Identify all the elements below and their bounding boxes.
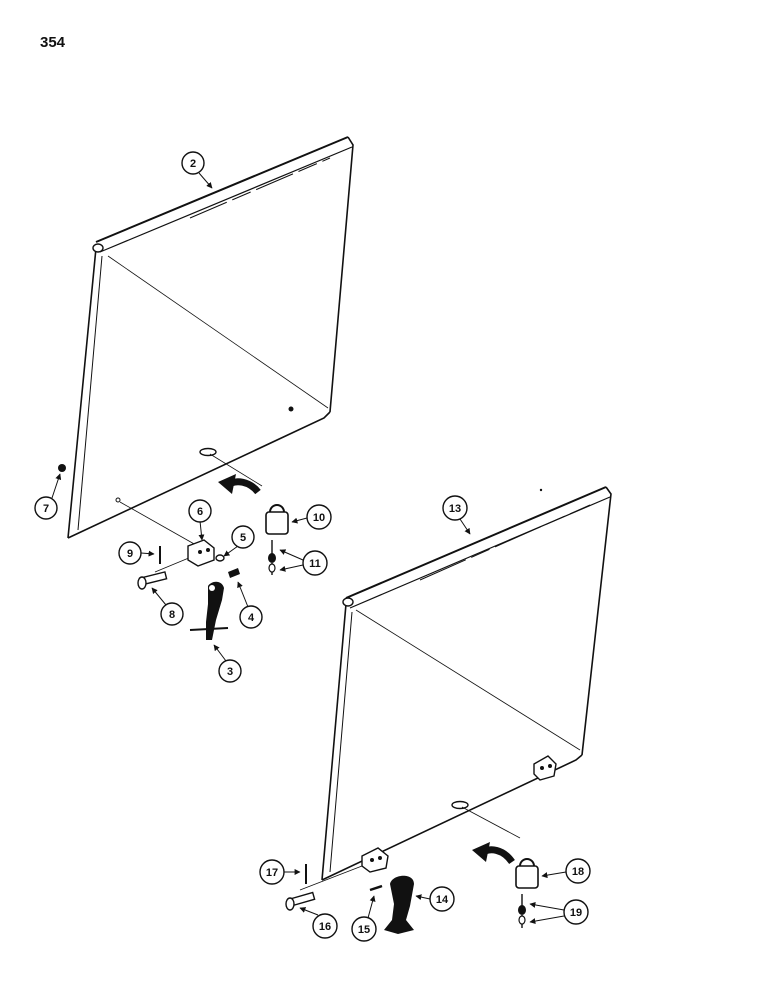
bolt-upper xyxy=(228,568,240,578)
install-arrow-upper-head xyxy=(218,474,236,494)
svg-text:11: 11 xyxy=(309,558,321,570)
nut-upper-left xyxy=(58,464,66,472)
svg-text:10: 10 xyxy=(313,512,325,524)
washer-upper xyxy=(215,554,225,562)
svg-text:9: 9 xyxy=(127,548,133,560)
callout-17: 17 xyxy=(259,859,301,885)
svg-text:3: 3 xyxy=(227,666,233,678)
page-number: 354 xyxy=(40,34,66,51)
padlock-lower xyxy=(515,858,539,889)
svg-text:15: 15 xyxy=(358,924,370,936)
svg-text:7: 7 xyxy=(43,503,49,515)
callout-4: 4 xyxy=(237,581,263,629)
callout-8: 8 xyxy=(151,587,184,626)
door-panel-upper xyxy=(67,136,354,539)
latch-assembly-lower xyxy=(384,875,414,934)
install-arrow-lower-head xyxy=(472,842,490,862)
svg-text:2: 2 xyxy=(190,158,196,170)
svg-text:14: 14 xyxy=(436,894,449,906)
callout-15: 15 xyxy=(351,895,377,942)
callout-18: 18 xyxy=(541,858,591,884)
keys-lower xyxy=(518,894,526,928)
callout-10: 10 xyxy=(291,504,332,530)
hinge-bracket-upper xyxy=(187,539,215,567)
callout-19: 19 xyxy=(529,899,589,925)
spring-pin-lower xyxy=(369,884,383,892)
svg-text:19: 19 xyxy=(570,907,582,919)
callout-11: 11 xyxy=(279,549,328,576)
svg-text:18: 18 xyxy=(572,866,584,878)
callout-6: 6 xyxy=(188,499,212,541)
svg-text:13: 13 xyxy=(449,503,461,515)
svg-text:4: 4 xyxy=(248,612,255,624)
stray-mark xyxy=(539,488,543,492)
svg-text:5: 5 xyxy=(240,532,246,544)
callout-2: 2 xyxy=(181,151,213,189)
callout-13: 13 xyxy=(442,495,471,535)
svg-text:17: 17 xyxy=(266,867,278,879)
svg-text:16: 16 xyxy=(319,921,331,933)
svg-text:6: 6 xyxy=(197,506,203,518)
padlock-upper xyxy=(265,504,289,535)
callout-3: 3 xyxy=(213,644,242,683)
guide-lines-lower xyxy=(299,806,521,891)
callout-7: 7 xyxy=(34,473,62,520)
hinge-pin-upper xyxy=(137,571,168,590)
callout-16: 16 xyxy=(299,907,338,939)
latch-assembly-upper xyxy=(189,581,229,640)
keys-upper xyxy=(268,540,276,575)
callout-9: 9 xyxy=(118,541,155,565)
callout-5: 5 xyxy=(223,525,255,557)
callout-14: 14 xyxy=(415,886,455,912)
svg-text:8: 8 xyxy=(169,609,175,621)
hinge-pin-lower xyxy=(285,891,316,911)
door-panel-lower xyxy=(321,486,612,881)
